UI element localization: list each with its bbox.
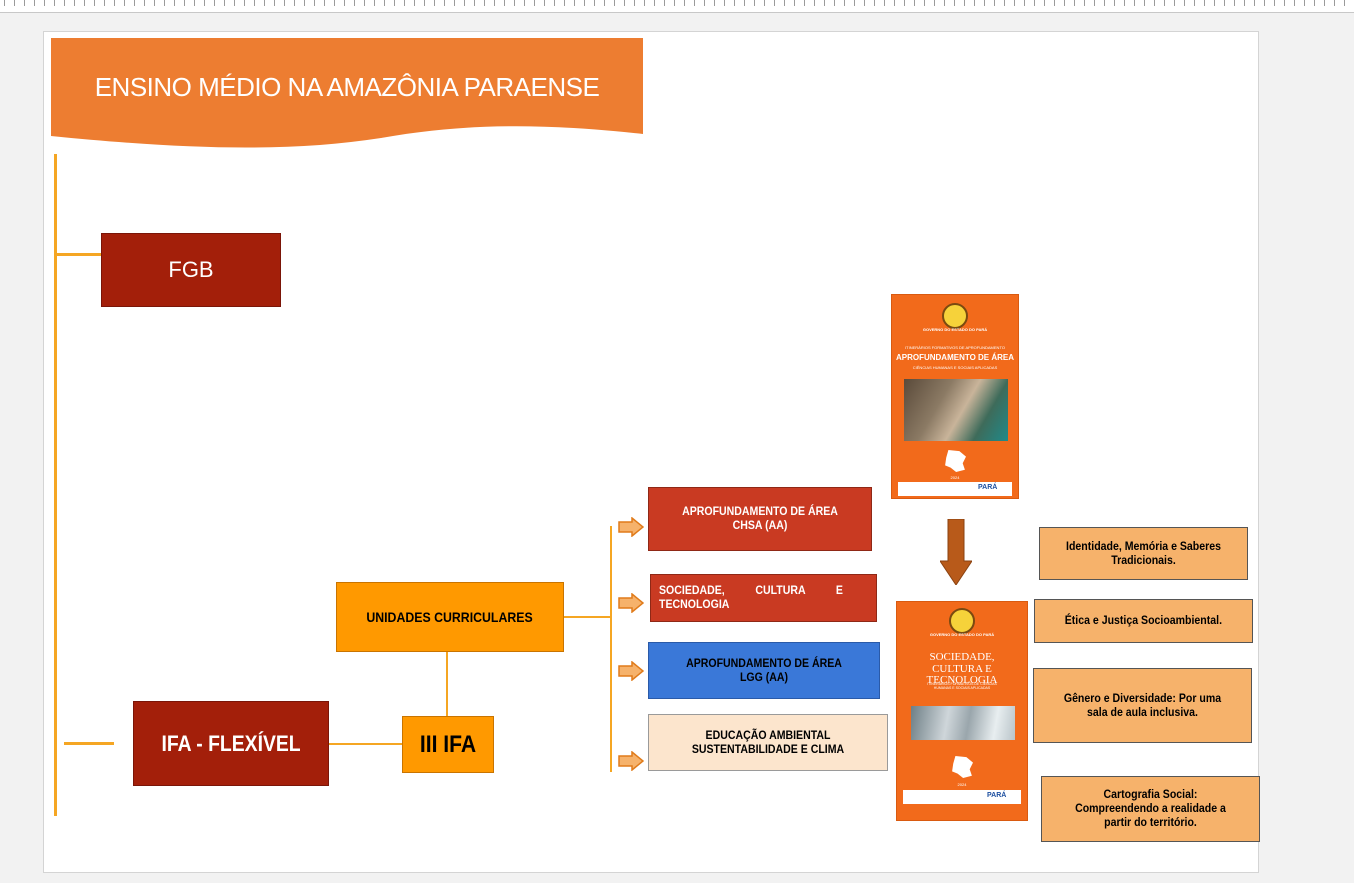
unit-aprofundamento-lgg: APROFUNDAMENTO DE ÁREA LGG (AA)	[648, 642, 880, 699]
map-icon	[952, 756, 973, 778]
cover-title: APROFUNDAMENTO DE ÁREA	[895, 353, 1015, 362]
unit-sociedade-cultura: SOCIEDADE, CULTURA E TECNOLOGIA	[650, 574, 877, 622]
link-iii-unidades	[446, 652, 448, 716]
branch-fgb	[56, 253, 101, 256]
cover-photo	[911, 706, 1015, 740]
trunk-line	[54, 154, 57, 816]
crest-icon	[949, 608, 975, 634]
unit-educacao-ambiental: EDUCAÇÃO AMBIENTAL SUSTENTABILIDADE E CL…	[648, 714, 888, 771]
cover-gov: GOVERNO DO ESTADO DO PARÁ	[922, 327, 988, 332]
iii-ifa-box: III IFA	[402, 716, 494, 773]
link-ifa-iii	[329, 743, 402, 745]
topic-label: Ética e Justiça Socioambiental.	[1064, 613, 1223, 628]
ifa-flexivel-label: IFA - FLEXÍVEL	[161, 730, 301, 756]
crest-icon	[942, 303, 968, 329]
topic-identidade: Identidade, Memória e Saberes Tradiciona…	[1039, 527, 1248, 580]
arrow-right-icon	[618, 661, 644, 681]
arrow-right-icon	[618, 593, 644, 613]
units-bracket	[610, 526, 612, 772]
unit-label: EDUCAÇÃO AMBIENTAL SUSTENTABILIDADE E CL…	[691, 727, 845, 756]
topic-cartografia: Cartografia Social: Compreendendo a real…	[1041, 776, 1260, 842]
arrow-down-icon	[940, 519, 972, 585]
cover-footer: PARÁ	[903, 790, 1021, 804]
cover-photo	[904, 379, 1008, 441]
cover-subtitle: CIÊNCIAS HUMANAS E SOCIAIS APLICADAS	[912, 365, 998, 370]
topic-label: Identidade, Memória e Saberes Tradiciona…	[1066, 538, 1221, 567]
cover-title: SOCIEDADE, CULTURA E TECNOLOGIA	[926, 651, 998, 687]
topic-label: Cartografia Social: Compreendendo a real…	[1075, 787, 1226, 829]
cover-footer: PARÁ	[898, 482, 1012, 496]
page-title: ENSINO MÉDIO NA AMAZÔNIA PARAENSE	[94, 72, 600, 102]
arrow-right-icon	[618, 517, 644, 537]
fgb-label: FGB	[168, 257, 214, 283]
topic-genero: Gênero e Diversidade: Por uma sala de au…	[1033, 668, 1252, 743]
slide-canvas: ENSINO MÉDIO NA AMAZÔNIA PARAENSE FGB IF…	[43, 31, 1260, 873]
cover-brand: PARÁ	[987, 792, 1007, 799]
cover-kicker: ITINERÁRIOS FORMATIVOS DE APROFUNDAMENTO	[905, 345, 1005, 350]
cover-subtitle: ITINERÁRIOS FORMATIVOS DE CIÊNCIAS HUMAN…	[927, 682, 997, 690]
cover-year: 2024	[950, 475, 960, 480]
cover-gov: GOVERNO DO ESTADO DO PARÁ	[929, 632, 995, 637]
iii-ifa-label: III IFA	[419, 730, 477, 758]
ifa-flexivel-box: IFA - FLEXÍVEL	[133, 701, 329, 786]
topic-etica: Ética e Justiça Socioambiental.	[1034, 599, 1253, 643]
map-icon	[945, 450, 966, 472]
branch-ifa	[64, 742, 114, 745]
title-banner	[51, 38, 643, 148]
book-cover-sociedade: GOVERNO DO ESTADO DO PARÁ SOCIEDADE, CUL…	[896, 601, 1028, 821]
book-cover-aprofundamento: GOVERNO DO ESTADO DO PARÁ ITINERÁRIOS FO…	[891, 294, 1019, 499]
cover-year: 2024	[957, 782, 967, 787]
topic-label: Gênero e Diversidade: Por uma sala de au…	[1063, 690, 1222, 719]
unit-label: APROFUNDAMENTO DE ÁREA LGG (AA)	[686, 655, 842, 684]
unit-label: SOCIEDADE, CULTURA E TECNOLOGIA	[659, 583, 843, 611]
unidades-curriculares-label: UNIDADES CURRICULARES	[366, 608, 534, 625]
fgb-box: FGB	[101, 233, 281, 307]
unit-label: APROFUNDAMENTO DE ÁREA CHSA (AA)	[682, 504, 838, 532]
ruler	[0, 0, 1354, 13]
cover-brand: PARÁ	[978, 484, 998, 491]
link-unidades-bracket	[564, 616, 610, 618]
arrow-right-icon	[618, 751, 644, 771]
unit-aprofundamento-chsa: APROFUNDAMENTO DE ÁREA CHSA (AA)	[648, 487, 872, 551]
unidades-curriculares-box: UNIDADES CURRICULARES	[336, 582, 564, 652]
